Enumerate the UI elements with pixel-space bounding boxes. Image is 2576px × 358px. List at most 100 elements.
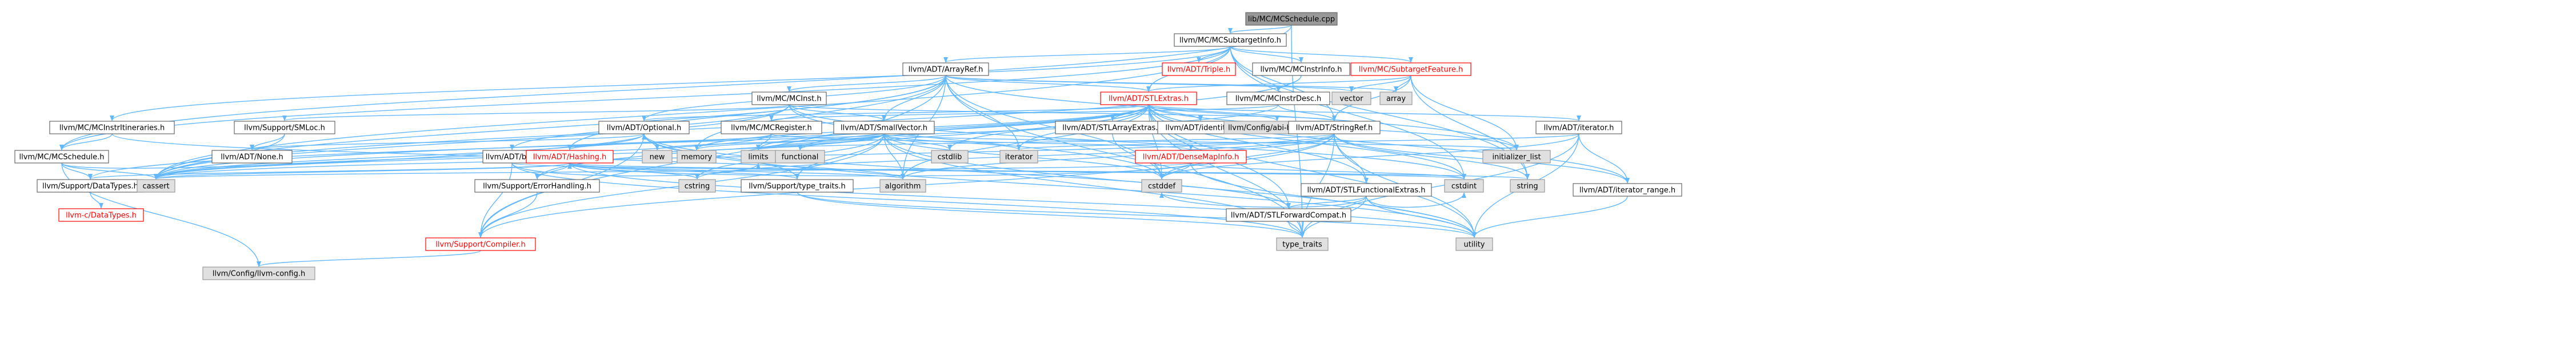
node-box-subtarget [1174,33,1287,47]
node-box-cstring [678,179,716,193]
node-label-adtiterator: llvm/ADT/iterator.h [1544,124,1614,133]
node-cstdint: cstdint [1444,179,1484,193]
edge-subtarget-to-instrinfo [1230,46,1303,63]
edge-stlfunctional-to-cstddef [1159,192,1367,208]
edge-mcinst-to-smloc [282,104,790,121]
node-label-functional: functional [782,153,819,162]
edge-bit-to-compiler [478,162,513,238]
node-label-initlist: initializer_list [1492,153,1541,162]
node-typetraits_h[interactable]: llvm/Support/type_traits.h [741,179,854,193]
node-triple[interactable]: llvm/ADT/Triple.h [1162,62,1236,76]
node-label-identity: llvm/ADT/identity.h [1165,124,1235,133]
node-smloc[interactable]: llvm/Support/SMLoc.h [234,121,335,134]
node-box-compiler [425,237,536,251]
edge-mcinst-to-smallvector [789,104,886,121]
edge-typetraits_h-to-utility [797,192,1477,238]
node-cstdlib: cstdlib [931,150,969,164]
node-stlarrayextras[interactable]: llvm/ADT/STLArrayExtras.h [1055,121,1170,134]
node-hashing[interactable]: llvm/ADT/Hashing.h [526,150,614,164]
node-box-triple [1162,62,1236,76]
edge-stlforward-to-type_traits [1288,221,1305,238]
node-label-type_traits: type_traits [1282,241,1322,249]
edge-iterrange-to-utility [1472,196,1628,238]
node-stlextras[interactable]: llvm/ADT/STLExtras.h [1100,92,1197,105]
edge-arrayref-to-initlist [945,75,1519,150]
edge-stlextras-to-functional [798,104,1149,150]
node-label-array: array [1386,95,1406,104]
node-box-root [1245,12,1338,26]
node-smallvector[interactable]: llvm/ADT/SmallVector.h [833,121,935,134]
node-box-instrinfo [1252,62,1350,76]
node-stlfunctional[interactable]: llvm/ADT/STLFunctionalExtras.h [1301,183,1432,197]
node-instrdesc[interactable]: llvm/MC/MCInstrDesc.h [1226,92,1330,105]
node-label-mcinst: llvm/MC/MCInst.h [757,95,821,104]
node-box-itineraries [49,121,175,134]
node-box-smloc [234,121,335,134]
edge-stlextras-to-cstddef [1148,104,1164,180]
node-label-hashing: llvm/ADT/Hashing.h [533,153,606,162]
node-label-cstdint: cstdint [1451,182,1477,191]
node-new: new [642,150,673,164]
node-functional: functional [775,150,825,164]
node-label-subfeature: llvm/MC/SubtargetFeature.h [1359,66,1463,74]
node-label-errorhandling: llvm/Support/ErrorHandling.h [483,182,591,191]
edge-stlextras-to-iterrange [1148,104,1630,184]
edge-stlextras-to-configabi [1148,104,1279,121]
node-label-smloc: llvm/Support/SMLoc.h [244,124,325,133]
edge-subfeature-to-stlextras [1146,75,1411,92]
edge-schedule-to-optional [61,134,646,169]
node-label-limits: limits [748,153,769,162]
node-box-new [642,150,673,164]
node-schedule[interactable]: llvm/MC/MCSchedule.h [14,150,109,164]
node-box-iterrange [1573,183,1682,197]
node-mcinst[interactable]: llvm/MC/MCInst.h [751,92,827,105]
node-initlist: initializer_list [1482,150,1551,164]
node-box-llvmconfig [202,266,315,280]
node-densemapinfo[interactable]: llvm/ADT/DenseMapInfo.h [1135,150,1247,164]
node-subtarget[interactable]: llvm/MC/MCSubtargetInfo.h [1174,33,1287,47]
node-label-schedule: llvm/MC/MCSchedule.h [19,153,104,162]
node-stringref[interactable]: llvm/ADT/StringRef.h [1288,121,1381,134]
node-box-cdatatypes [58,208,144,222]
edge-bit-to-type_traits [511,162,1305,238]
node-optional[interactable]: llvm/ADT/Optional.h [598,121,690,134]
node-cassert: cassert [137,179,175,193]
node-label-optional: llvm/ADT/Optional.h [607,124,682,133]
edge-arrayref-to-smallvector [882,75,946,121]
node-instrinfo[interactable]: llvm/MC/MCInstrInfo.h [1252,62,1350,76]
edge-stlextras-to-stlfunctional [1148,104,1369,184]
edge-smallvector-to-iterator [883,133,1021,150]
node-label-iterrange: llvm/ADT/iterator_range.h [1579,186,1675,195]
node-itineraries[interactable]: llvm/MC/MCInstrItineraries.h [49,121,175,134]
edge-hashing-to-cassert [154,162,570,180]
node-box-stlextras [1100,92,1197,105]
node-root[interactable]: lib/MC/MCSchedule.cpp [1245,12,1338,26]
node-box-utility [1455,237,1493,251]
edge-arrayref-to-memory [694,75,946,150]
node-compiler[interactable]: llvm/Support/Compiler.h [425,237,536,251]
node-array: array [1379,92,1413,105]
node-box-adtiterator [1535,121,1622,134]
node-mcregister[interactable]: llvm/MC/MCRegister.h [721,121,822,134]
edge-layer [59,25,1630,267]
node-box-arrayref [902,62,989,76]
node-iterrange[interactable]: llvm/ADT/iterator_range.h [1573,183,1682,197]
edge-hashing-to-utility [569,162,1477,238]
edge-stlfunctional-to-utility [1366,196,1477,238]
node-subfeature[interactable]: llvm/MC/SubtargetFeature.h [1350,62,1471,76]
edge-instrdesc-to-stringref [1278,104,1337,121]
edge-stlextras-to-adtiterator [1148,104,1581,121]
edge-stringref-to-string [1334,133,1530,180]
node-errorhandling[interactable]: llvm/Support/ErrorHandling.h [474,179,600,193]
node-datatypes[interactable]: llvm/Support/DataTypes.h [37,179,144,193]
edge-smallvector-to-functional [798,133,885,150]
node-adtiterator[interactable]: llvm/ADT/iterator.h [1535,121,1622,134]
node-cdatatypes[interactable]: llvm-c/DataTypes.h [58,208,144,222]
edge-mcregister-to-hashing [567,133,772,150]
node-adtnone[interactable]: llvm/ADT/None.h [211,150,293,164]
node-box-iterator [999,150,1038,164]
node-stlforward[interactable]: llvm/ADT/STLForwardCompat.h [1226,208,1351,222]
edge-datatypes-to-cdatatypes [90,192,103,209]
node-arrayref[interactable]: llvm/ADT/ArrayRef.h [902,62,989,76]
edge-subfeature-to-stringref [1332,75,1411,121]
